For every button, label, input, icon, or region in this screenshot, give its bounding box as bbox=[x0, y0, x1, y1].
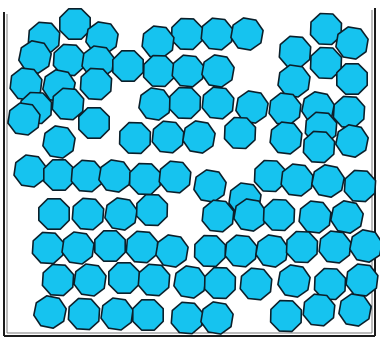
particle-62 bbox=[264, 200, 295, 231]
particle-47 bbox=[99, 160, 131, 192]
particle-85 bbox=[346, 264, 378, 296]
particle-36 bbox=[43, 126, 75, 158]
particle-56 bbox=[39, 199, 69, 229]
particle-60 bbox=[202, 200, 234, 232]
particle-57 bbox=[72, 198, 103, 229]
particle-44 bbox=[14, 155, 46, 187]
particle-16 bbox=[172, 55, 204, 87]
particle-13 bbox=[279, 36, 310, 67]
particle-41 bbox=[270, 122, 302, 154]
particle-94 bbox=[339, 294, 371, 326]
particle-33 bbox=[8, 103, 40, 135]
particle-30 bbox=[269, 93, 301, 125]
particle-23 bbox=[337, 64, 367, 94]
particle-87 bbox=[68, 298, 99, 329]
particle-45 bbox=[44, 160, 74, 190]
particle-1 bbox=[60, 9, 90, 39]
particle-15 bbox=[144, 56, 175, 87]
particle-34 bbox=[79, 108, 109, 138]
particle-78 bbox=[109, 263, 139, 293]
particle-32 bbox=[333, 96, 364, 127]
particle-39 bbox=[183, 121, 215, 153]
particle-75 bbox=[350, 230, 380, 262]
particle-12 bbox=[113, 51, 143, 81]
particle-49 bbox=[159, 161, 191, 193]
particle-64 bbox=[331, 201, 363, 233]
particle-38 bbox=[152, 121, 184, 153]
particle-67 bbox=[95, 231, 125, 261]
particle-42 bbox=[336, 125, 368, 157]
particle-8 bbox=[142, 26, 174, 58]
particle-27 bbox=[202, 87, 234, 119]
particle-25 bbox=[139, 88, 171, 120]
particle-14 bbox=[336, 27, 368, 59]
particle-37 bbox=[120, 123, 151, 154]
particle-61 bbox=[234, 199, 266, 231]
particle-65 bbox=[32, 232, 63, 263]
particle-89 bbox=[133, 300, 163, 330]
particle-46 bbox=[71, 160, 102, 191]
particle-51 bbox=[255, 161, 286, 192]
particle-22 bbox=[278, 65, 310, 97]
particle-82 bbox=[240, 268, 272, 300]
particle-52 bbox=[281, 164, 313, 196]
particle-43 bbox=[303, 131, 334, 162]
particle-71 bbox=[225, 235, 257, 267]
particle-58 bbox=[105, 198, 137, 230]
particle-50 bbox=[194, 170, 226, 202]
particle-24 bbox=[52, 88, 83, 119]
particle-91 bbox=[201, 302, 233, 334]
particle-40 bbox=[225, 118, 256, 149]
particle-86 bbox=[34, 296, 66, 328]
particle-field bbox=[8, 9, 380, 334]
particle-59 bbox=[137, 195, 168, 226]
particle-81 bbox=[205, 268, 236, 299]
particle-80 bbox=[174, 266, 206, 298]
particle-17 bbox=[202, 55, 234, 87]
particle-83 bbox=[278, 265, 310, 297]
particle-72 bbox=[256, 235, 288, 267]
particle-54 bbox=[344, 170, 375, 201]
particle-77 bbox=[74, 264, 106, 296]
particle-63 bbox=[299, 201, 331, 233]
particle-6 bbox=[231, 18, 263, 50]
particle-88 bbox=[101, 298, 133, 330]
particle-74 bbox=[319, 231, 351, 263]
particle-4 bbox=[172, 19, 203, 50]
particle-70 bbox=[195, 236, 226, 267]
particle-93 bbox=[303, 294, 335, 326]
particle-92 bbox=[271, 301, 302, 332]
particle-79 bbox=[138, 264, 169, 295]
particle-26 bbox=[170, 88, 201, 119]
particle-66 bbox=[62, 232, 94, 264]
particle-73 bbox=[287, 232, 318, 263]
particle-21 bbox=[80, 68, 111, 99]
particle-76 bbox=[42, 264, 73, 295]
particle-68 bbox=[126, 231, 157, 262]
particle-69 bbox=[156, 235, 188, 267]
particle-53 bbox=[312, 165, 344, 197]
particle-5 bbox=[201, 18, 233, 50]
particle-90 bbox=[171, 302, 202, 333]
particle-48 bbox=[130, 164, 161, 195]
